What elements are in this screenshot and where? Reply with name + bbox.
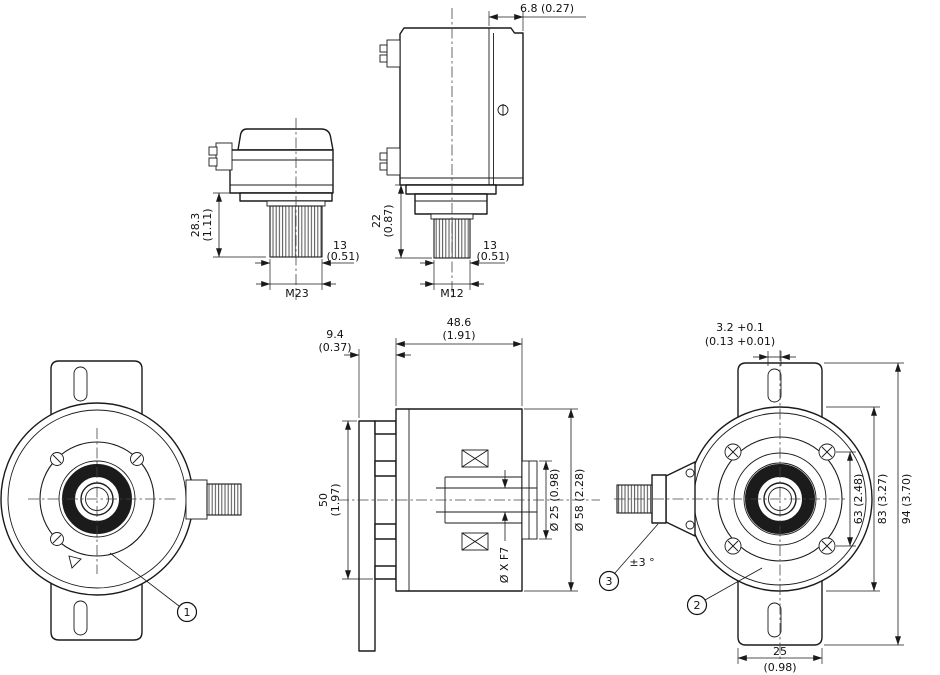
view-side-m12: 6.8 (0.27) 22 (0.87) 13 (0.51) M12	[370, 2, 586, 300]
callout-3: 3	[598, 523, 659, 592]
dim-9-4: 9.4 (0.37)	[318, 328, 411, 418]
connector-thread	[206, 483, 242, 516]
dim-9-4-in-label: (0.37)	[318, 341, 351, 354]
dim-6-8-label: 6.8 (0.27)	[520, 2, 574, 15]
dim-dia-58-label: Ø 58 (2.28)	[573, 469, 586, 532]
connector-block	[215, 142, 233, 171]
dim-28-3-in-label: (1.11)	[201, 208, 214, 241]
mounting-lug	[386, 147, 401, 176]
dim-22-mm-label: 22	[370, 214, 383, 228]
dim-25: 25 (0.98)	[737, 645, 823, 674]
reference-mark	[68, 555, 82, 569]
view-rear: 3.2 +0.1 (0.13 +0.01) 63 (2.48) 83 (3.27…	[598, 321, 913, 674]
callout-1-bubble	[176, 601, 198, 623]
screw	[818, 537, 836, 555]
dim-m12-thread: M12	[420, 281, 484, 300]
dim-13-in-label: (0.51)	[326, 250, 359, 263]
view-side-m23: 28.3 (1.11) 13 (0.51) M23	[189, 118, 360, 300]
top-wing-slot	[767, 368, 782, 403]
screw	[130, 452, 144, 466]
dim-63-label: 63 (2.48)	[852, 474, 865, 525]
dim-63: 63 (2.48)	[836, 451, 865, 547]
m12-thread-label: M12	[440, 287, 464, 300]
dim-dia-58: Ø 58 (2.28)	[524, 408, 586, 592]
screw	[50, 452, 64, 466]
bottom-wing-slot	[767, 602, 782, 638]
m23-thread-label: M23	[285, 287, 309, 300]
callout-3-bubble	[598, 570, 620, 592]
dim-13-m23: 13 (0.51)	[255, 239, 360, 290]
mounting-lug	[386, 39, 401, 68]
dim-50-in-label: (1.97)	[329, 483, 342, 516]
dim-bore-xf7: Ø X F7	[498, 470, 511, 583]
angle-tolerance-label: ±3 °	[629, 556, 654, 569]
dim-83: 83 (3.27)	[826, 406, 889, 592]
connector-base	[185, 479, 208, 520]
callout-2-bubble	[686, 594, 708, 616]
dim-3-2-in-label: (0.13 +0.01)	[705, 335, 775, 348]
screw	[724, 537, 742, 555]
flange-step	[405, 184, 497, 195]
dim-9-4-mm-label: 9.4	[326, 328, 344, 341]
dim-48-6-in-label: (1.91)	[442, 329, 475, 342]
dim-28-3-mm-label: 28.3	[189, 213, 202, 238]
dim-48-6: 48.6 (1.91)	[395, 316, 523, 406]
callout-2: 2	[686, 567, 763, 616]
callout-1-number: 1	[184, 606, 191, 619]
dim-dia-25-label: Ø 25 (0.98)	[548, 469, 561, 532]
dim-50: 50 (1.97)	[317, 420, 373, 580]
dim-13-m12: 13 (0.51)	[420, 239, 510, 290]
dim-94: 94 (3.70)	[824, 362, 913, 646]
view-section: 9.4 (0.37) 48.6 (1.91) 50 (1.97) Ø 25 (0…	[317, 316, 600, 652]
encoder-body-outline	[229, 149, 334, 194]
dim-48-6-mm-label: 48.6	[447, 316, 472, 329]
bottom-wing-slot	[73, 600, 88, 636]
dim-94-label: 94 (3.70)	[900, 474, 913, 525]
callout-2-number: 2	[694, 599, 701, 612]
dim-25-mm-label: 25	[773, 645, 787, 658]
callout-1: 1	[109, 552, 198, 623]
dim-13-mm-label: 13	[483, 239, 497, 252]
dim-3-2-mm-label: 3.2 +0.1	[716, 321, 764, 334]
dim-13-mm-label: 13	[333, 239, 347, 252]
dim-83-label: 83 (3.27)	[876, 474, 889, 525]
dim-dia-25: Ø 25 (0.98)	[539, 460, 561, 540]
encoder-cap-outline	[237, 128, 334, 151]
top-wing-slot	[73, 366, 88, 402]
torque-bracket-plate	[358, 420, 376, 652]
dim-22: 22 (0.87)	[370, 184, 432, 259]
dim-6-8: 6.8 (0.27)	[488, 2, 586, 31]
screw	[50, 532, 64, 546]
dim-3-2: 3.2 +0.1 (0.13 +0.01)	[705, 321, 796, 366]
view-front: 1	[0, 360, 242, 641]
dim-22-in-label: (0.87)	[382, 204, 395, 237]
dim-50-mm-label: 50	[317, 493, 330, 507]
dim-28-3: 28.3 (1.11)	[189, 192, 266, 258]
dim-m23-thread: M23	[256, 281, 336, 300]
dim-13-in-label: (0.51)	[476, 250, 509, 263]
flange	[414, 193, 488, 215]
callout-3-number: 3	[606, 575, 613, 588]
screw	[818, 443, 836, 461]
flange	[239, 192, 333, 202]
dim-bore-label: Ø X F7	[498, 547, 511, 584]
dim-25-in-label: (0.98)	[763, 661, 796, 674]
screw	[724, 443, 742, 461]
